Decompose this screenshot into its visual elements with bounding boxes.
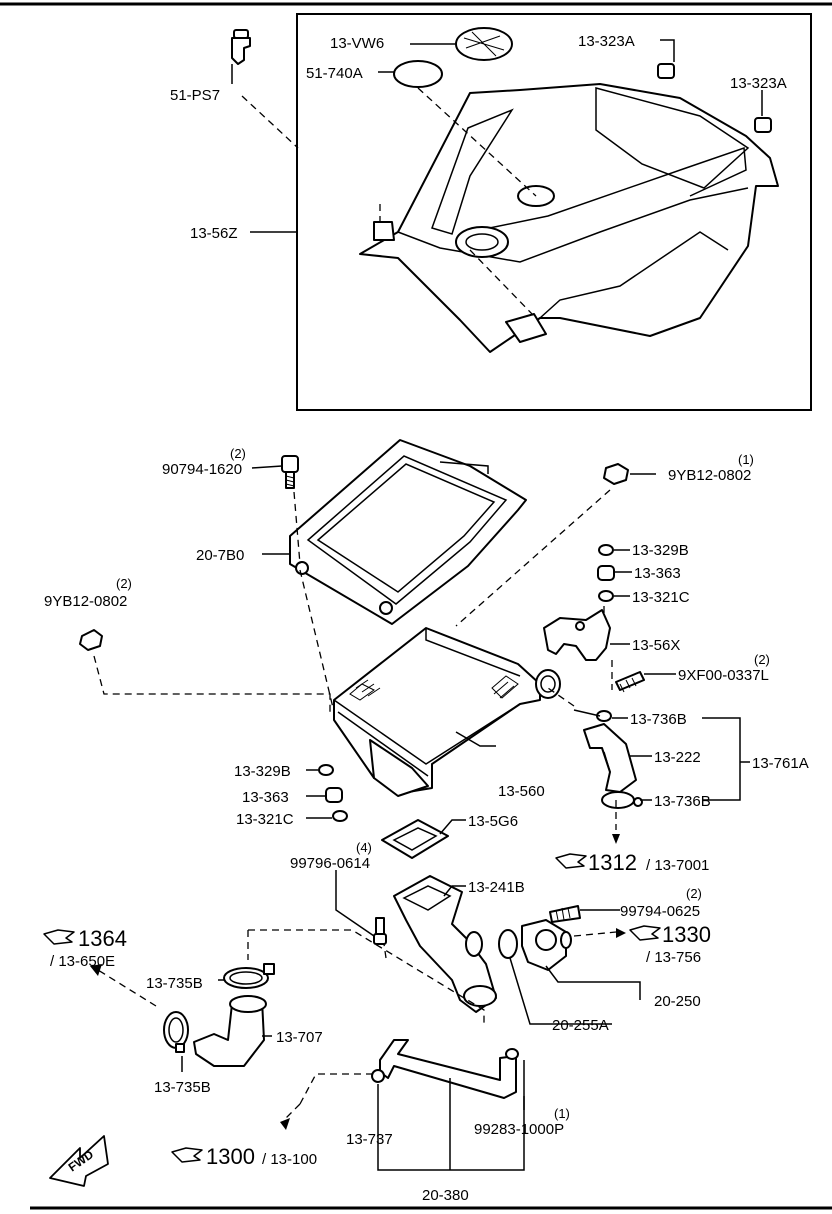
engine-cover[interactable] <box>359 83 779 353</box>
duct-13-241b[interactable] <box>393 875 497 1013</box>
part-label-13-736b-2[interactable]: 13-736B <box>654 793 711 810</box>
bolt-90794-1620[interactable] <box>281 455 299 489</box>
ref-1300-number[interactable]: 1300 <box>206 1144 255 1169</box>
part-label-13-56x[interactable]: 13-56X <box>632 637 680 654</box>
clamp-13-735b-1[interactable] <box>223 963 275 989</box>
pointing-hand-icon <box>555 853 587 869</box>
part-label-13-323a-1[interactable]: 13-323A <box>578 33 635 50</box>
ref-1330-section[interactable]: / 13-756 <box>646 949 701 966</box>
grommet-13-323a-1[interactable] <box>657 63 675 79</box>
gasket-20-255a[interactable] <box>498 929 518 959</box>
part-label-13-56z[interactable]: 13-56Z <box>190 225 238 242</box>
part-label-9xf00-0337l[interactable]: 9XF00-0337L <box>678 667 769 684</box>
part-label-13-222[interactable]: 13-222 <box>654 749 701 766</box>
bolt-99794-0625[interactable] <box>549 905 581 923</box>
arrow-to-1330 <box>616 928 626 938</box>
ref-link-1312[interactable]: 1312 / 13-7001 <box>588 850 709 875</box>
part-label-13-737[interactable]: 13-737 <box>346 1131 393 1148</box>
part-label-13-363-left[interactable]: 13-363 <box>242 789 289 806</box>
ref-1364-number[interactable]: 1364 <box>78 926 127 951</box>
part-label-90794-1620[interactable]: 90794-1620 <box>162 461 242 478</box>
part-label-13-321c-right[interactable]: 13-321C <box>632 589 690 606</box>
ref-link-1330[interactable]: 1330 / 13-756 <box>646 922 711 966</box>
pointing-hand-icon <box>171 1147 203 1163</box>
gasket-13-5g6[interactable] <box>381 819 449 859</box>
collar-13-321c-right[interactable] <box>598 590 614 602</box>
qty-9yb12-0802-right: (1) <box>738 452 754 467</box>
ref-1312-number[interactable]: 1312 <box>588 850 637 875</box>
bolt-9xf00-0337l[interactable] <box>615 671 645 693</box>
part-label-13-241b[interactable]: 13-241B <box>468 879 525 896</box>
part-label-13-323a-2[interactable]: 13-323A <box>730 75 787 92</box>
ref-1364-section[interactable]: / 13-650E <box>50 953 115 970</box>
nut-9yb12-0802-right[interactable] <box>603 463 629 485</box>
part-label-13-736b-1[interactable]: 13-736B <box>630 711 687 728</box>
part-label-51-740a[interactable]: 51-740A <box>306 65 363 82</box>
cover-ornament[interactable] <box>393 60 443 88</box>
qty-9yb12-0802-left: (2) <box>116 576 132 591</box>
ref-1312-section[interactable]: / 13-7001 <box>646 857 709 874</box>
air-guide-20-7b0[interactable] <box>289 439 527 625</box>
qty-90794-1620: (2) <box>230 446 246 461</box>
rubber-13-363-right[interactable] <box>597 565 615 581</box>
part-label-51-ps7[interactable]: 51-PS7 <box>170 87 220 104</box>
part-label-13-735b-1[interactable]: 13-735B <box>146 975 203 992</box>
collar-13-321c-left[interactable] <box>332 810 348 822</box>
hose-13-222[interactable] <box>583 723 637 793</box>
part-label-13-707[interactable]: 13-707 <box>276 1029 323 1046</box>
clamp-13-736b-1[interactable] <box>573 709 612 722</box>
part-label-9yb12-0802-right[interactable]: 9YB12-0802 <box>668 467 751 484</box>
valve-20-250[interactable] <box>521 919 572 971</box>
part-label-99283-1000p[interactable]: 99283-1000P <box>474 1121 564 1138</box>
clamp-13-736b-2[interactable] <box>601 791 643 809</box>
bracket-13-56x[interactable] <box>543 609 611 661</box>
washer-13-329b-right[interactable] <box>598 544 614 556</box>
part-label-20-380[interactable]: 20-380 <box>422 1187 469 1204</box>
bolt-99796-0614[interactable] <box>373 917 387 945</box>
cover-inset-frame <box>296 13 812 411</box>
part-label-9yb12-0802-left[interactable]: 9YB12-0802 <box>44 593 127 610</box>
part-label-13-329b-left[interactable]: 13-329B <box>234 763 291 780</box>
arrow-to-1300 <box>280 1118 290 1130</box>
intercooler-13-560[interactable] <box>333 627 561 797</box>
part-label-13-363-right[interactable]: 13-363 <box>634 565 681 582</box>
clamp-13-735b-2[interactable] <box>163 1011 189 1053</box>
part-label-13-321c-left[interactable]: 13-321C <box>236 811 294 828</box>
oil-filler-cap[interactable] <box>455 27 513 61</box>
clip-51-ps7[interactable] <box>231 29 251 65</box>
part-label-20-7b0[interactable]: 20-7B0 <box>196 547 244 564</box>
ref-1330-number[interactable]: 1330 <box>662 922 711 947</box>
pointing-hand-icon <box>43 929 75 945</box>
ref-link-1300[interactable]: 1300 / 13-100 <box>206 1144 317 1169</box>
ref-link-1364[interactable]: 1364 / 13-650E <box>50 926 127 970</box>
qty-99283-1000p: (1) <box>554 1106 570 1121</box>
arrow-to-1364 <box>90 964 102 976</box>
qty-9xf00-0337l: (2) <box>754 652 770 667</box>
part-label-13-560[interactable]: 13-560 <box>498 783 545 800</box>
part-label-13-5g6[interactable]: 13-5G6 <box>468 813 518 830</box>
part-label-13-735b-2[interactable]: 13-735B <box>154 1079 211 1096</box>
nut-9yb12-0802-left[interactable] <box>79 629 103 651</box>
part-label-20-250[interactable]: 20-250 <box>654 993 701 1010</box>
part-label-99796-0614[interactable]: 99796-0614 <box>290 855 370 872</box>
rubber-13-363-left[interactable] <box>325 787 343 803</box>
arrow-to-1312 <box>612 834 620 844</box>
part-label-13-329b-right[interactable]: 13-329B <box>632 542 689 559</box>
washer-13-329b-left[interactable] <box>318 764 334 776</box>
part-label-99794-0625[interactable]: 99794-0625 <box>620 903 700 920</box>
part-label-13-vw6[interactable]: 13-VW6 <box>330 35 384 52</box>
hose-13-707[interactable] <box>193 995 267 1067</box>
forward-arrow-icon: FWD <box>49 1135 109 1187</box>
ref-1300-section[interactable]: / 13-100 <box>262 1151 317 1168</box>
qty-99796-0614: (4) <box>356 840 372 855</box>
pointing-hand-icon <box>629 925 661 941</box>
hose-20-380[interactable] <box>371 1039 519 1099</box>
grommet-13-323a-2[interactable] <box>754 117 772 133</box>
qty-99794-0625: (2) <box>686 886 702 901</box>
part-label-13-761a[interactable]: 13-761A <box>752 755 809 772</box>
part-label-20-255a[interactable]: 20-255A <box>552 1017 609 1034</box>
